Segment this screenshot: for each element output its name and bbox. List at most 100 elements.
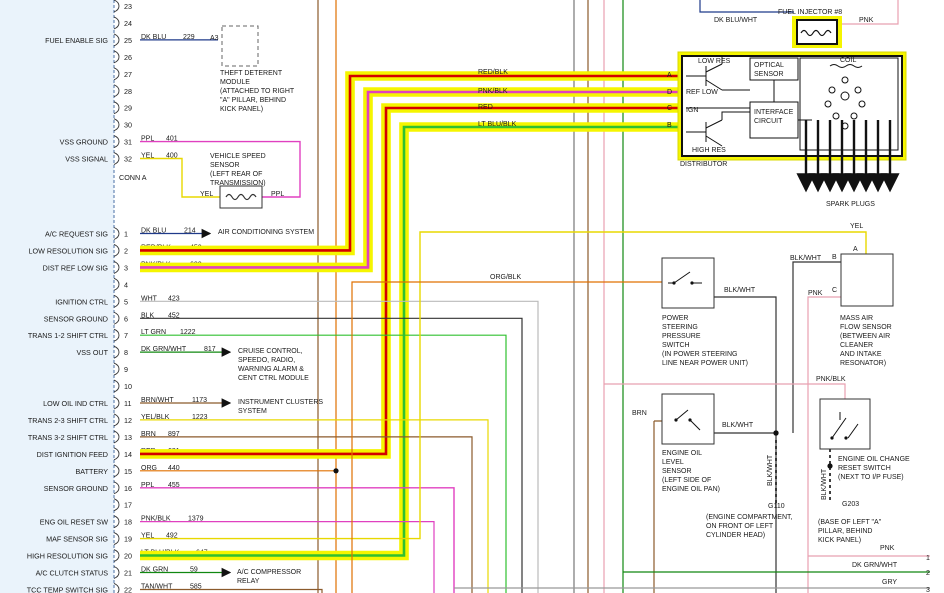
wire-color-label: DK BLU <box>141 34 166 41</box>
dist-pin-c: C <box>667 105 672 112</box>
pin-number: 6 <box>124 314 128 323</box>
pin-label: VSS SIGNAL <box>65 155 108 164</box>
ac-system-label: AIR CONDITIONING SYSTEM <box>218 229 314 236</box>
ps-line-3: PRESSURE <box>662 333 701 340</box>
oil-change-line-2: RESET SWITCH <box>838 465 891 472</box>
oil-level-line-2: LEVEL <box>662 459 684 466</box>
pin-number: 29 <box>124 104 132 113</box>
ps-pressure-switch: BLK/WHT POWER STEERING PRESSURE SWITCH (… <box>661 257 756 367</box>
ps-line-6: LINE NEAR POWER UNIT) <box>662 360 748 367</box>
pin-row: 10 <box>113 379 132 393</box>
pin-contact-icon <box>113 260 120 274</box>
cluster-line-1: INSTRUMENT CLUSTERS <box>238 399 323 406</box>
right-num-3: 3 <box>926 587 930 593</box>
pin-label: SENSOR GROUND <box>44 314 108 323</box>
pin-contact-icon <box>113 447 120 461</box>
wire-sensor-ground-blk <box>140 317 523 593</box>
sensor-coil-icon <box>225 193 257 201</box>
theft-line-5: KICK PANEL) <box>220 106 263 113</box>
maf-pin-b: B <box>832 254 837 261</box>
wire-color-label: BLK <box>141 312 155 319</box>
maf-wire-yel: YEL <box>850 223 863 230</box>
circuit-number: 1223 <box>192 414 208 421</box>
wire-color-label: BRN <box>141 431 156 438</box>
pin-number: 21 <box>124 569 132 578</box>
wire-color-label: YEL <box>141 153 154 160</box>
wire-ign-feed-red <box>140 106 682 456</box>
pin-row: 17 <box>113 498 132 512</box>
injector-left-wire: DK BLU/WHT <box>714 17 758 24</box>
cluster-line-2: SYSTEM <box>238 408 267 415</box>
pin-number: 10 <box>124 382 132 391</box>
pin-contact-icon <box>113 294 120 308</box>
pin-label: BATTERY <box>76 467 109 476</box>
pin-contact-icon <box>113 430 120 444</box>
pin-number: 5 <box>124 297 128 306</box>
high-res-label: HIGH RES <box>692 147 726 154</box>
pin-label: LOW OIL IND CTRL <box>43 399 108 408</box>
oil-level-wire-out: BLK/WHT <box>722 422 754 429</box>
pin-contact-icon <box>113 345 120 359</box>
pin-number: 24 <box>124 19 132 28</box>
pin-contact-icon <box>113 362 120 376</box>
pin-number: 16 <box>124 484 132 493</box>
pin-contact-icon <box>113 515 120 529</box>
oil-level-line-1: ENGINE OIL <box>662 450 702 457</box>
oil-change-line-1: ENGINE OIL CHANGE <box>838 456 910 463</box>
wire-color-label: YEL/BLK <box>141 414 170 421</box>
pin-label: DIST REF LOW SIG <box>43 263 109 272</box>
distributor: LOW RES REF LOW IGN HIGH RES OPTICAL SEN… <box>677 51 907 208</box>
pin-contact-icon <box>113 566 120 579</box>
pin-number: 1 <box>124 230 128 239</box>
circuit-number: 214 <box>184 228 196 235</box>
wire-color-label: WHT <box>141 295 158 302</box>
wire-oil-level-brn <box>653 420 662 593</box>
optical-line-1: OPTICAL <box>754 62 784 69</box>
splice-dot <box>827 463 833 469</box>
pin-row: 23 <box>113 0 132 13</box>
maf-line-1: MASS AIR <box>840 315 873 322</box>
pin-row: 27 <box>113 67 132 81</box>
ign-label: IGN <box>686 107 698 114</box>
circuit-number: 1173 <box>192 397 207 404</box>
pin-contact-icon <box>113 532 120 546</box>
g203-line-3: KICK PANEL) <box>818 537 861 544</box>
pin-number: 26 <box>124 53 132 62</box>
pin-contact-icon <box>113 16 120 30</box>
pin-label: TRANS 1-2 SHIFT CTRL <box>28 331 108 340</box>
g203-label: G203 <box>842 501 859 508</box>
pin-number: 8 <box>124 348 128 357</box>
wire-ps-switch-orgblk <box>351 281 662 593</box>
oil-change-wire-in: PNK/BLK <box>816 376 846 383</box>
pin-number: 7 <box>124 331 128 340</box>
pin-label: A/C CLUTCH STATUS <box>36 569 109 578</box>
pin-row: 30 <box>113 118 132 132</box>
splice-dot <box>333 468 339 474</box>
pin-label: VSS GROUND <box>60 138 108 147</box>
pin-number: 20 <box>124 552 132 561</box>
circuit-number: 817 <box>204 346 216 353</box>
maf-wire-pnk: PNK <box>808 290 823 297</box>
dist-wire-label-a: RED/BLK <box>478 69 508 76</box>
pin-number: 31 <box>124 138 132 147</box>
pin-number: 14 <box>124 450 132 459</box>
circuit-number: 423 <box>168 295 180 302</box>
wire-maf-blkwht <box>792 261 841 433</box>
pin-number: 13 <box>124 433 132 442</box>
ref-low-label: REF LOW <box>686 89 718 96</box>
circuit-number: 897 <box>168 431 180 438</box>
pin-label: SENSOR GROUND <box>44 484 108 493</box>
theft-line-4: "A" PILLAR, BEHIND <box>220 97 286 104</box>
g110-line-1: (ENGINE COMPARTMENT, <box>706 514 793 521</box>
pin-number: 9 <box>124 365 128 374</box>
pin-number: 28 <box>124 87 132 96</box>
low-res-label: LOW RES <box>698 58 731 65</box>
injector-right-wire: PNK <box>859 17 874 24</box>
conn-a-label: CONN A <box>119 173 147 182</box>
pin-label: DIST IGNITION FEED <box>37 450 108 459</box>
